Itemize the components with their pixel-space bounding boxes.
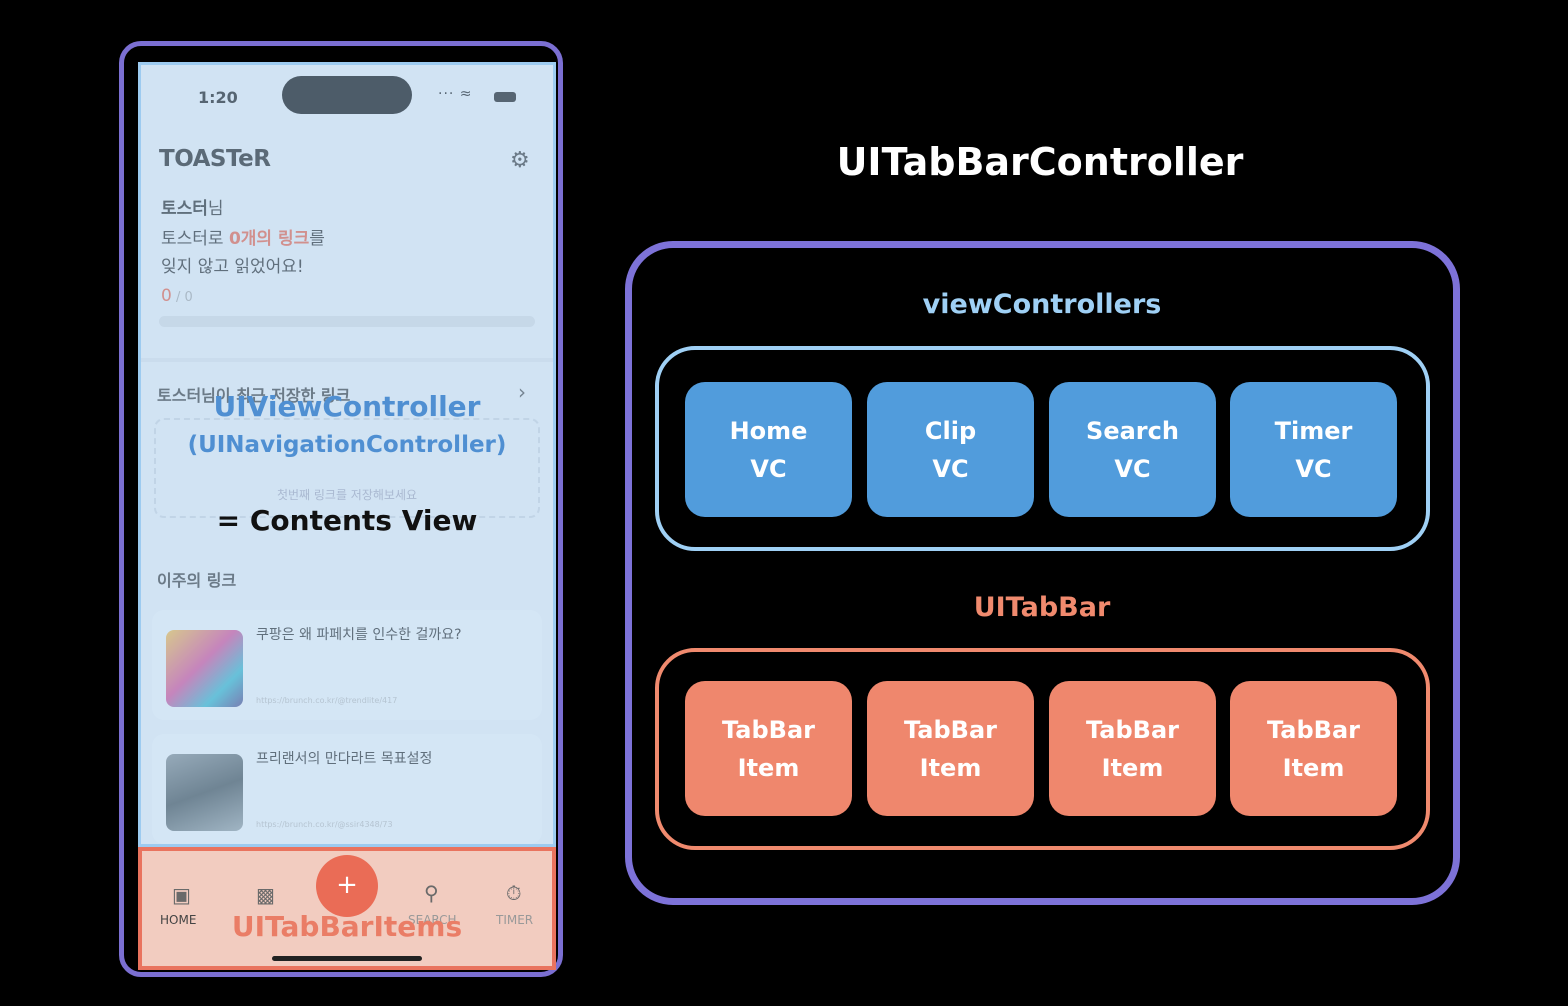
tab-timer[interactable]: TIMER bbox=[496, 913, 534, 927]
tabbar-item-node: TabBar Item bbox=[1049, 681, 1216, 816]
contents-view-label: = Contents View bbox=[216, 504, 478, 537]
home-vc-node: Home VC bbox=[685, 382, 852, 517]
search-vc-node: Search VC bbox=[1049, 382, 1216, 517]
uitabbarcontroller-title: UITabBarController bbox=[836, 140, 1244, 184]
timer-vc-node: Timer VC bbox=[1230, 382, 1397, 517]
status-time: 1:20 bbox=[198, 88, 238, 107]
summary-prefix: 토스터로 bbox=[161, 229, 229, 249]
section-divider bbox=[138, 358, 556, 362]
uiviewcontroller-label: UIViewController bbox=[213, 390, 481, 423]
weekly-links-title: 이주의 링크 bbox=[157, 571, 237, 590]
signal-wifi-icon: ··· ≈ bbox=[438, 86, 473, 102]
link-card[interactable]: 쿠팡은 왜 파페치를 인수한 걸까요? https://brunch.co.kr… bbox=[152, 610, 542, 720]
viewcontrollers-title: viewControllers bbox=[922, 289, 1162, 320]
uitabbar-title: UITabBar bbox=[973, 592, 1111, 623]
link-card[interactable]: 프리랜서의 만다라트 목표설정 https://brunch.co.kr/@ss… bbox=[152, 734, 542, 844]
read-count-total: / 0 bbox=[171, 290, 193, 305]
uitabbaritems-label: UITabBarItems bbox=[231, 910, 463, 943]
home-icon[interactable]: ▣ bbox=[172, 883, 191, 907]
home-indicator bbox=[272, 956, 422, 961]
link-thumbnail bbox=[166, 754, 243, 831]
phone-frame bbox=[119, 41, 563, 977]
timer-icon[interactable]: ⏱ bbox=[506, 881, 522, 905]
link-card-title: 프리랜서의 만다라트 목표설정 bbox=[256, 751, 433, 767]
contents-view: 1:20 ··· ≈ TOASTeR ⚙ 토스터님 토스터로 0개의 링크를 잊… bbox=[138, 62, 556, 847]
chevron-right-icon[interactable]: › bbox=[518, 380, 526, 404]
uitabbar-box bbox=[655, 648, 1430, 850]
link-card-url: https://brunch.co.kr/@trendlite/417 bbox=[256, 696, 398, 705]
clip-vc-node: Clip VC bbox=[867, 382, 1034, 517]
link-card-title: 쿠팡은 왜 파페치를 인수한 걸까요? bbox=[256, 627, 462, 643]
viewcontrollers-box bbox=[655, 346, 1430, 551]
read-count-value: 0 bbox=[161, 286, 172, 306]
search-icon[interactable]: ⚲ bbox=[424, 881, 439, 905]
tab-search[interactable]: SEARCH bbox=[408, 913, 457, 927]
uinavigationcontroller-label: (UINavigationController) bbox=[187, 432, 507, 458]
tab-home[interactable]: HOME bbox=[160, 913, 197, 927]
link-count-highlight: 0개의 링크 bbox=[228, 229, 310, 249]
empty-link-placeholder[interactable]: 첫번째 링크를 저장해보세요 bbox=[154, 418, 540, 518]
gear-icon[interactable]: ⚙ bbox=[510, 148, 530, 173]
greeting-suffix: 님 bbox=[207, 199, 224, 219]
uitabbarcontroller-box bbox=[625, 241, 1460, 905]
link-card-url: https://brunch.co.kr/@ssir4348/73 bbox=[256, 820, 393, 829]
add-link-button[interactable]: + bbox=[316, 855, 378, 917]
summary-line-2: 잊지 않고 읽었어요! bbox=[161, 257, 304, 277]
greeting: 토스터님 bbox=[161, 194, 224, 219]
phone-screen: 1:20 ··· ≈ TOASTeR ⚙ 토스터님 토스터로 0개의 링크를 잊… bbox=[138, 62, 556, 970]
app-logo: TOASTeR bbox=[159, 146, 271, 172]
recent-links-title: 토스터님이 최근 저장한 링크 bbox=[157, 386, 351, 405]
clip-icon[interactable]: ▩ bbox=[256, 883, 275, 907]
dynamic-island bbox=[282, 76, 412, 114]
read-count: 0 / 0 bbox=[161, 286, 193, 306]
greeting-name: 토스터 bbox=[161, 199, 208, 219]
summary-line-1: 토스터로 0개의 링크를 bbox=[161, 224, 325, 249]
viewcontroller-highlight bbox=[138, 62, 556, 847]
empty-link-text: 첫번째 링크를 저장해보세요 bbox=[276, 488, 418, 502]
tabbar-item-node: TabBar Item bbox=[867, 681, 1034, 816]
tabbar-item-node: TabBar Item bbox=[1230, 681, 1397, 816]
progress-bar bbox=[159, 316, 535, 327]
link-thumbnail bbox=[166, 630, 243, 707]
summary-suffix: 를 bbox=[309, 229, 325, 249]
tabbar-item-node: TabBar Item bbox=[685, 681, 852, 816]
battery-icon bbox=[494, 92, 516, 102]
